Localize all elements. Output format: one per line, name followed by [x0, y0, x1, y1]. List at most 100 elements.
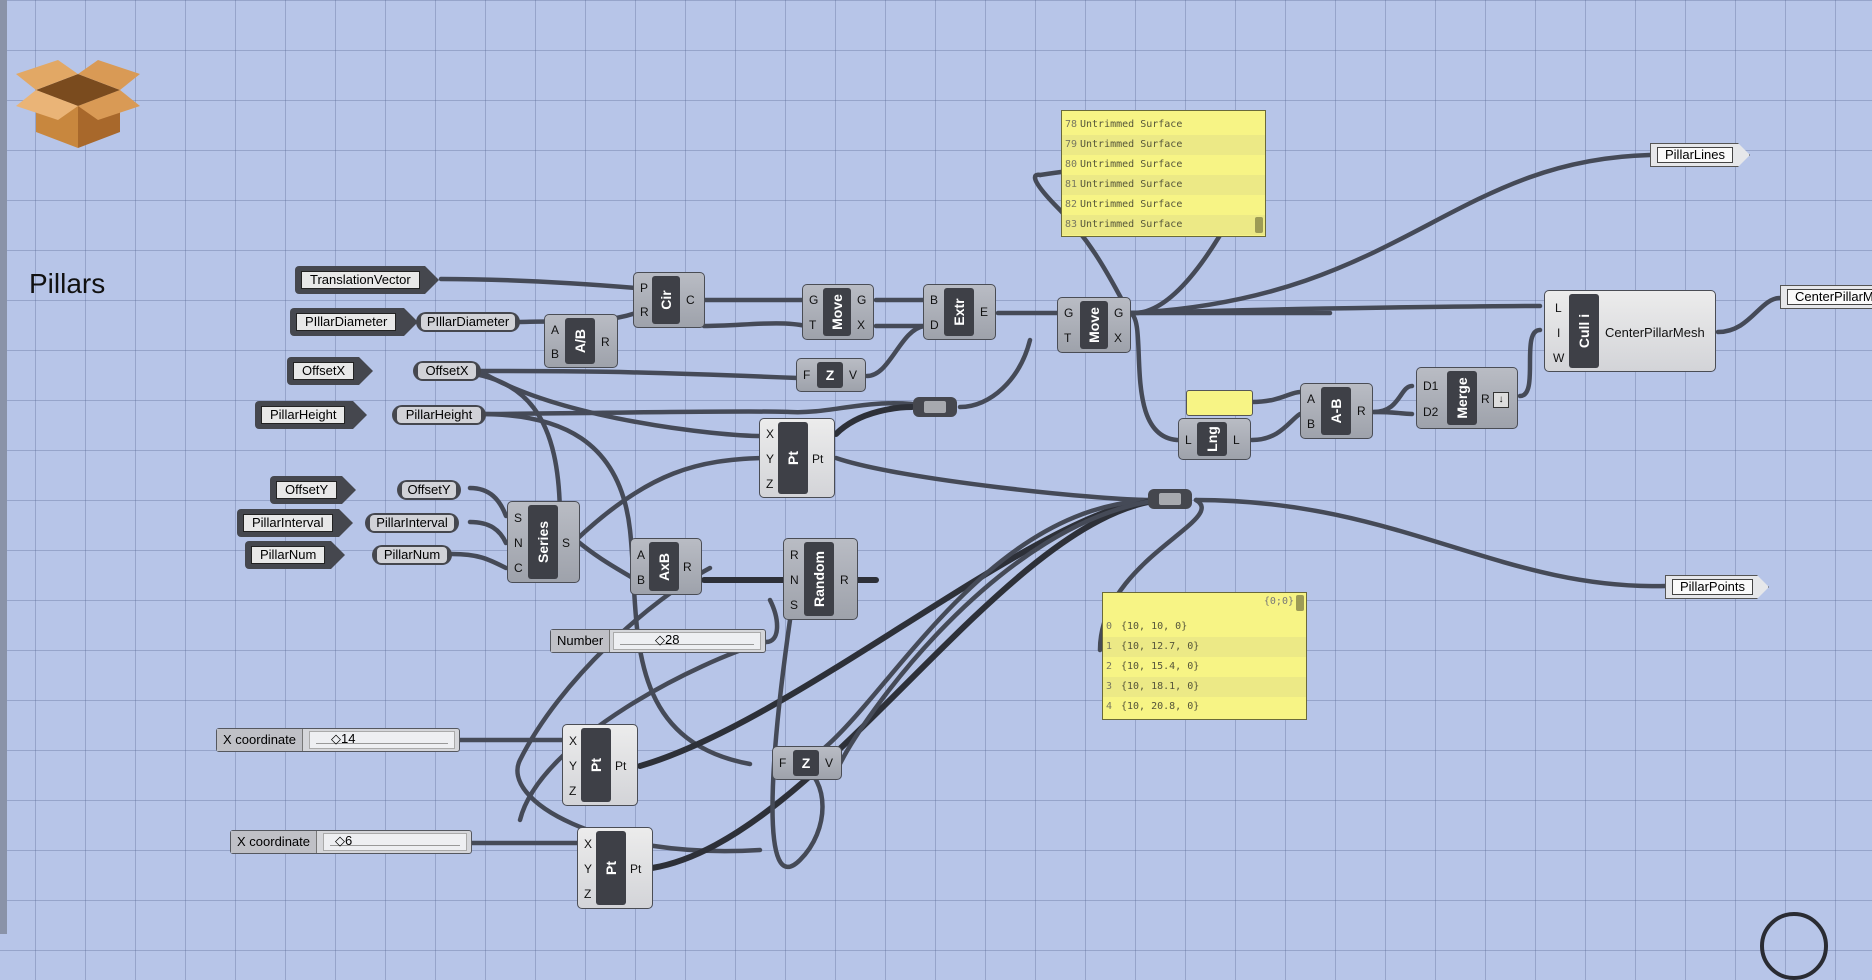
- param-translation-vector[interactable]: TranslationVector: [295, 266, 439, 294]
- input-x-label: X: [569, 734, 578, 748]
- output-center-pillar-mesh[interactable]: CenterPillarM: [1780, 285, 1872, 309]
- param-label: PillarNum: [251, 546, 325, 564]
- input-p-label: P: [640, 281, 649, 295]
- relay-offset-x[interactable]: OffsetX: [413, 361, 481, 381]
- param-pillar-diameter[interactable]: PIllarDiameter: [290, 308, 418, 336]
- relay-pillar-diameter[interactable]: PIllarDiameter: [416, 312, 520, 332]
- component-cull-index[interactable]: L I W Cull i CenterPillarMesh: [1544, 290, 1716, 372]
- component-move[interactable]: G T Move G X: [802, 284, 874, 340]
- param-pillar-interval[interactable]: PillarInterval: [237, 509, 353, 537]
- relay-pillar-interval[interactable]: PillarInterval: [365, 513, 459, 533]
- thick: [833, 404, 915, 437]
- param-offset-x[interactable]: OffsetX: [287, 357, 373, 385]
- component-circle[interactable]: P R Cir C: [633, 272, 705, 328]
- component-unit-z[interactable]: F Z V: [796, 358, 866, 392]
- input-z-label: Z: [584, 887, 592, 901]
- input-z-label: Z: [569, 784, 577, 798]
- input-r-label: R: [640, 305, 649, 319]
- panel-points[interactable]: {0;0} 0{10, 10, 0} 1{10, 12.7, 0} 2{10, …: [1102, 592, 1307, 720]
- wire: [515, 565, 763, 854]
- wire-relay-2[interactable]: [1148, 489, 1192, 509]
- component-core: Lng: [1197, 422, 1227, 456]
- wire: [770, 617, 825, 870]
- relay-pillar-height[interactable]: PillarHeight: [392, 405, 486, 425]
- merge-flatten-icon[interactable]: ↓: [1493, 392, 1509, 408]
- component-construct-point-3[interactable]: X Y Z Pt Pt: [577, 827, 653, 909]
- panel-scrollbar[interactable]: [1296, 595, 1304, 611]
- x-coordinate-slider-1[interactable]: X coordinate ◇14: [216, 728, 460, 752]
- slider-label: X coordinate: [217, 729, 303, 751]
- panel-scrollbar[interactable]: [1255, 217, 1263, 233]
- wire: [467, 519, 509, 546]
- slider-track[interactable]: [613, 632, 761, 650]
- input-z-label: Z: [766, 477, 774, 491]
- relay-label: OffsetX: [418, 363, 476, 379]
- wire: [864, 323, 927, 379]
- component-name: Z: [801, 755, 811, 771]
- component-name: Merge: [1454, 377, 1470, 419]
- component-core: Move: [823, 288, 851, 336]
- number-slider[interactable]: Number ◇28: [550, 629, 766, 653]
- input-r-label: R: [790, 548, 799, 562]
- relay-pillar-num[interactable]: PillarNum: [372, 545, 452, 565]
- wire: [438, 276, 639, 291]
- input-d1-label: D1: [1423, 379, 1439, 393]
- component-unit-z-2[interactable]: F Z V: [772, 746, 842, 780]
- output-pt-label: Pt: [630, 862, 642, 876]
- panel-row: 4{10, 20.8, 0}: [1106, 701, 1200, 712]
- empty-panel[interactable]: [1186, 390, 1253, 416]
- slider-value: ◇28: [655, 632, 680, 647]
- param-label: TranslationVector: [301, 271, 420, 289]
- component-division[interactable]: A B A/B R: [544, 314, 618, 368]
- component-construct-point[interactable]: X Y Z Pt Pt: [759, 418, 835, 498]
- component-random[interactable]: R N S Random R: [783, 538, 858, 620]
- component-core: Pt: [596, 831, 626, 905]
- x-coordinate-slider-2[interactable]: X coordinate ◇6: [230, 830, 472, 854]
- wire: [477, 401, 915, 417]
- param-pillar-height[interactable]: PillarHeight: [255, 401, 367, 429]
- input-t-label: T: [809, 318, 817, 332]
- component-name: Random: [811, 551, 827, 607]
- slider-track[interactable]: [323, 833, 467, 851]
- slider-value-text: 14: [341, 731, 356, 746]
- wire: [1127, 303, 1543, 316]
- input-b-label: B: [930, 293, 939, 307]
- output-label: CenterPillarM: [1787, 289, 1872, 305]
- component-move-2[interactable]: G T Move G X: [1057, 297, 1131, 353]
- output-r-label: R: [1357, 404, 1366, 418]
- component-extrude[interactable]: B D Extr E: [923, 284, 996, 340]
- relay-label: PillarInterval: [370, 515, 454, 531]
- slider-value-text: 6: [345, 833, 353, 848]
- input-c-label: C: [514, 561, 523, 575]
- component-series[interactable]: S N C Series S: [507, 501, 580, 583]
- output-pillar-lines[interactable]: PillarLines: [1650, 143, 1750, 167]
- param-label: OffsetX: [293, 362, 354, 380]
- component-construct-point-2[interactable]: X Y Z Pt Pt: [562, 724, 638, 806]
- component-multiplication[interactable]: A B AxB R: [630, 538, 702, 595]
- output-pt-label: Pt: [812, 452, 824, 466]
- panel-row: 0{10, 10, 0}: [1106, 621, 1188, 632]
- input-i-label: I: [1557, 326, 1561, 340]
- output-mesh-label: CenterPillarMesh: [1605, 325, 1705, 340]
- component-subtraction[interactable]: A B A-B R: [1300, 383, 1373, 439]
- param-pillar-num[interactable]: PillarNum: [245, 541, 345, 569]
- output-pillar-points[interactable]: PillarPoints: [1665, 575, 1769, 599]
- navigation-widget[interactable]: [1760, 912, 1828, 980]
- component-name: Z: [825, 367, 835, 383]
- input-b-label: B: [551, 347, 560, 361]
- wire: [763, 597, 780, 645]
- component-name: Move: [1086, 307, 1102, 343]
- wire: [437, 368, 563, 523]
- relay-label: OffsetY: [402, 482, 456, 498]
- slider-track[interactable]: [309, 731, 455, 749]
- slider-value: ◇14: [331, 731, 356, 746]
- relay-offset-y[interactable]: OffsetY: [397, 480, 461, 500]
- wire-relay[interactable]: [913, 397, 957, 417]
- param-offset-y[interactable]: OffsetY: [270, 476, 356, 504]
- input-l-label: L: [1555, 301, 1562, 315]
- component-core: AxB: [649, 542, 679, 591]
- input-a-label: A: [1307, 392, 1316, 406]
- component-list-length[interactable]: L Lng L: [1178, 418, 1251, 460]
